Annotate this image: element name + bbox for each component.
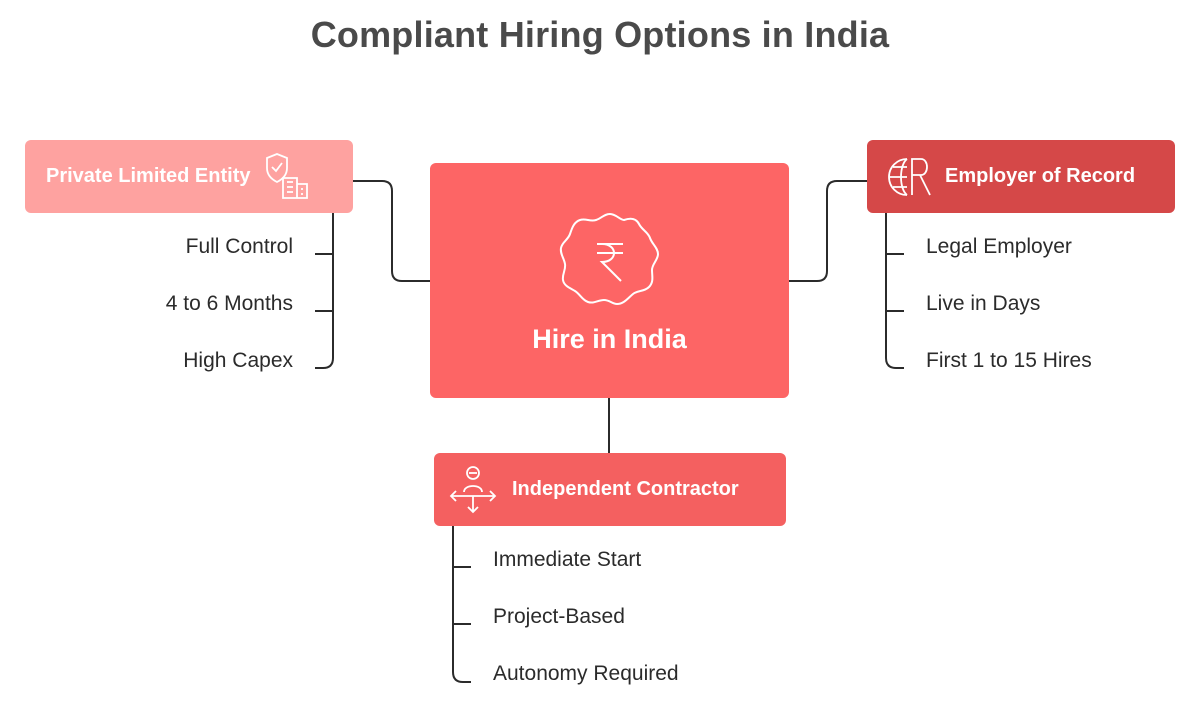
- private-entity-item: High Capex: [183, 349, 293, 372]
- employer-of-record-item: Live in Days: [926, 292, 1041, 315]
- employer-of-record-item: First 1 to 15 Hires: [926, 349, 1092, 372]
- connector-private-entity: [353, 180, 430, 282]
- branch-independent-contractor-label: Independent Contractor: [512, 478, 739, 500]
- branch-private-entity-label: Private Limited Entity: [46, 165, 251, 187]
- bracket-independent-contractor: [452, 526, 471, 683]
- diagram-title: Compliant Hiring Options in India: [310, 14, 890, 55]
- globe-r-icon: [888, 157, 931, 196]
- branch-private-entity: Private Limited Entity: [25, 140, 353, 213]
- private-entity-item: 4 to 6 Months: [165, 292, 293, 315]
- center-node: Hire in India: [430, 163, 789, 398]
- connector-employer-of-record: [789, 180, 867, 282]
- branch-employer-of-record-label: Employer of Record: [945, 165, 1136, 187]
- branch-independent-contractor: Independent Contractor: [434, 453, 786, 526]
- center-label: Hire in India: [532, 324, 687, 354]
- branch-employer-of-record: Employer of Record: [867, 140, 1175, 213]
- shield-building-icon: [265, 152, 308, 199]
- rupee-badge-icon: [559, 212, 659, 306]
- bracket-employer-of-record: [885, 213, 904, 369]
- person-arrows-icon: [449, 465, 497, 513]
- private-entity-item: Full Control: [185, 235, 293, 258]
- bracket-private-entity: [315, 213, 334, 369]
- employer-of-record-item: Legal Employer: [926, 235, 1072, 258]
- independent-contractor-item: Project-Based: [493, 605, 625, 628]
- independent-contractor-item: Immediate Start: [493, 548, 642, 571]
- independent-contractor-item: Autonomy Required: [493, 662, 679, 685]
